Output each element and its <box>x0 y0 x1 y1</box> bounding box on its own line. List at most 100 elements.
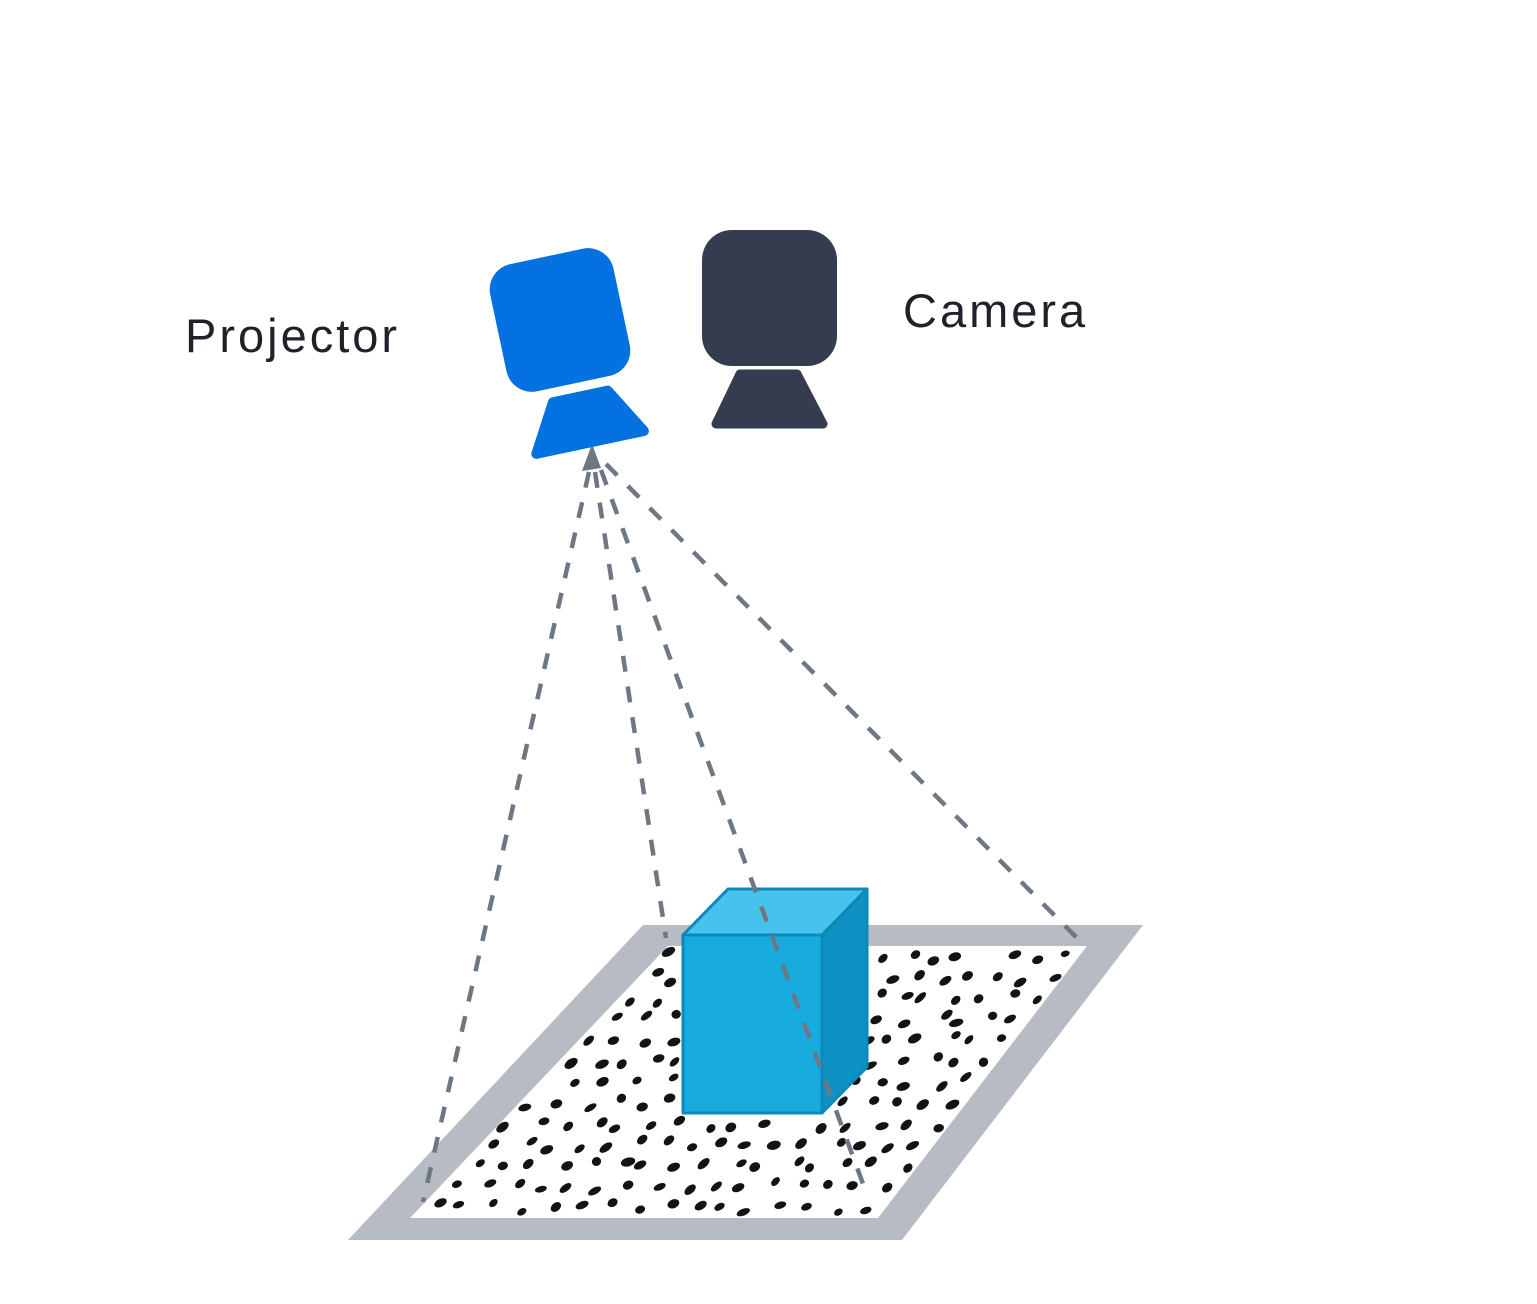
speckle-dot <box>575 1200 589 1210</box>
speckle-dot <box>534 1185 547 1193</box>
speckle-dot <box>948 1057 959 1068</box>
projector-lens <box>531 385 649 459</box>
camera-icon <box>702 230 837 429</box>
speckle-dot <box>973 994 984 1004</box>
speckle-dot <box>645 1121 657 1130</box>
speckle-dot <box>987 1011 998 1020</box>
speckle-dot <box>860 1206 872 1215</box>
speckle-dot <box>452 1201 465 1209</box>
speckle-dot <box>839 1122 851 1133</box>
speckle-dot <box>795 1138 807 1149</box>
speckle-dot <box>559 1183 572 1193</box>
speckle-dot <box>846 1181 858 1191</box>
speckle-dot <box>896 1082 910 1091</box>
speckle-dot <box>881 1034 892 1044</box>
speckle-dot <box>570 1078 580 1087</box>
speckle-dot <box>1013 977 1027 988</box>
speckle-dot <box>611 1012 623 1021</box>
speckle-dot <box>737 1141 751 1150</box>
speckle-dot <box>978 1057 989 1067</box>
speckle-dot <box>901 991 914 1000</box>
speckle-dot <box>715 1137 728 1148</box>
projector-body <box>489 248 631 392</box>
speckle-dot <box>632 1076 642 1085</box>
speckle-dot <box>607 1036 620 1045</box>
speckle-dot <box>496 1121 509 1133</box>
speckle-dot <box>804 1163 815 1173</box>
projection-ray-left <box>420 471 592 1203</box>
speckle-dot <box>950 995 961 1005</box>
speckle-dot <box>870 1015 882 1025</box>
projector-label: Projector <box>185 309 400 362</box>
ray-origin-arrowhead-icon <box>582 444 601 471</box>
speckle-dot <box>799 1179 810 1188</box>
speckle-dot <box>882 1182 893 1193</box>
speckle-dot <box>550 1202 562 1212</box>
speckle-dot <box>636 1102 648 1112</box>
speckle-dot <box>731 1183 745 1193</box>
speckle-dot <box>434 1198 447 1208</box>
speckle-dot <box>633 1160 647 1170</box>
speckle-dot <box>1032 995 1042 1005</box>
camera-stand <box>711 369 828 429</box>
speckle-dot <box>664 977 677 988</box>
speckle-dot <box>1010 989 1021 998</box>
speckle-dot <box>563 1121 574 1132</box>
camera-body <box>702 230 837 366</box>
speckle-dot <box>933 1123 945 1133</box>
speckle-dot <box>964 1035 974 1045</box>
speckle-dot <box>877 1078 888 1087</box>
speckle-dot <box>736 1159 747 1168</box>
speckle-dot <box>837 1096 848 1107</box>
speckle-dot <box>749 1162 761 1172</box>
speckle-dot <box>836 1137 847 1147</box>
speckle-dot <box>607 1198 618 1208</box>
speckle-dot <box>1060 950 1070 957</box>
projection-ray-inner-left <box>592 471 669 939</box>
speckle-dot <box>550 1099 563 1109</box>
speckle-dot <box>667 1162 680 1172</box>
speckle-dot <box>591 1157 602 1166</box>
speckle-dot <box>710 1181 722 1192</box>
speckle-dot <box>1032 955 1044 965</box>
speckle-dot <box>652 1054 665 1063</box>
speckle-dot <box>897 1019 911 1029</box>
speckle-dot <box>484 1179 497 1188</box>
speckle-dot <box>451 1180 462 1188</box>
speckle-dot <box>725 1122 737 1133</box>
speckle-dot <box>588 1186 602 1196</box>
speckle-dot <box>622 1180 634 1190</box>
speckle-dot <box>488 1139 500 1149</box>
speckle-dot <box>766 1140 781 1150</box>
speckle-dot <box>653 1183 666 1191</box>
speckle-dot <box>564 1057 578 1069</box>
speckle-dot <box>949 1018 964 1028</box>
speckle-dot <box>939 975 952 986</box>
speckle-dot <box>945 1099 960 1110</box>
speckle-dot <box>951 1031 961 1040</box>
speckle-dot <box>823 1179 833 1189</box>
speckle-dot <box>652 998 663 1008</box>
speckle-dot <box>620 1157 636 1167</box>
speckle-dot <box>684 1184 696 1195</box>
speckle-dot <box>815 1123 827 1134</box>
speckle-dot <box>661 946 676 957</box>
speckle-dot <box>758 1119 771 1128</box>
speckle-dot <box>948 952 962 962</box>
speckle-dot <box>1004 1014 1016 1024</box>
speckle-dot <box>881 1143 894 1154</box>
speckle-dot <box>489 1198 498 1208</box>
speckle-dot <box>668 1073 679 1082</box>
speckle-dot <box>669 1057 680 1067</box>
speckle-dot <box>914 970 925 981</box>
speckle-dot <box>673 1115 686 1126</box>
speckle-dot <box>736 1208 750 1217</box>
speckle-dot <box>916 1099 929 1110</box>
speckle-dot <box>992 972 1003 982</box>
speckle-dot <box>584 1103 597 1113</box>
speckle-dot <box>996 1034 1007 1042</box>
speckle-dot <box>905 1140 920 1151</box>
speckle-dot <box>877 988 887 998</box>
speckle-dot <box>897 1056 910 1066</box>
